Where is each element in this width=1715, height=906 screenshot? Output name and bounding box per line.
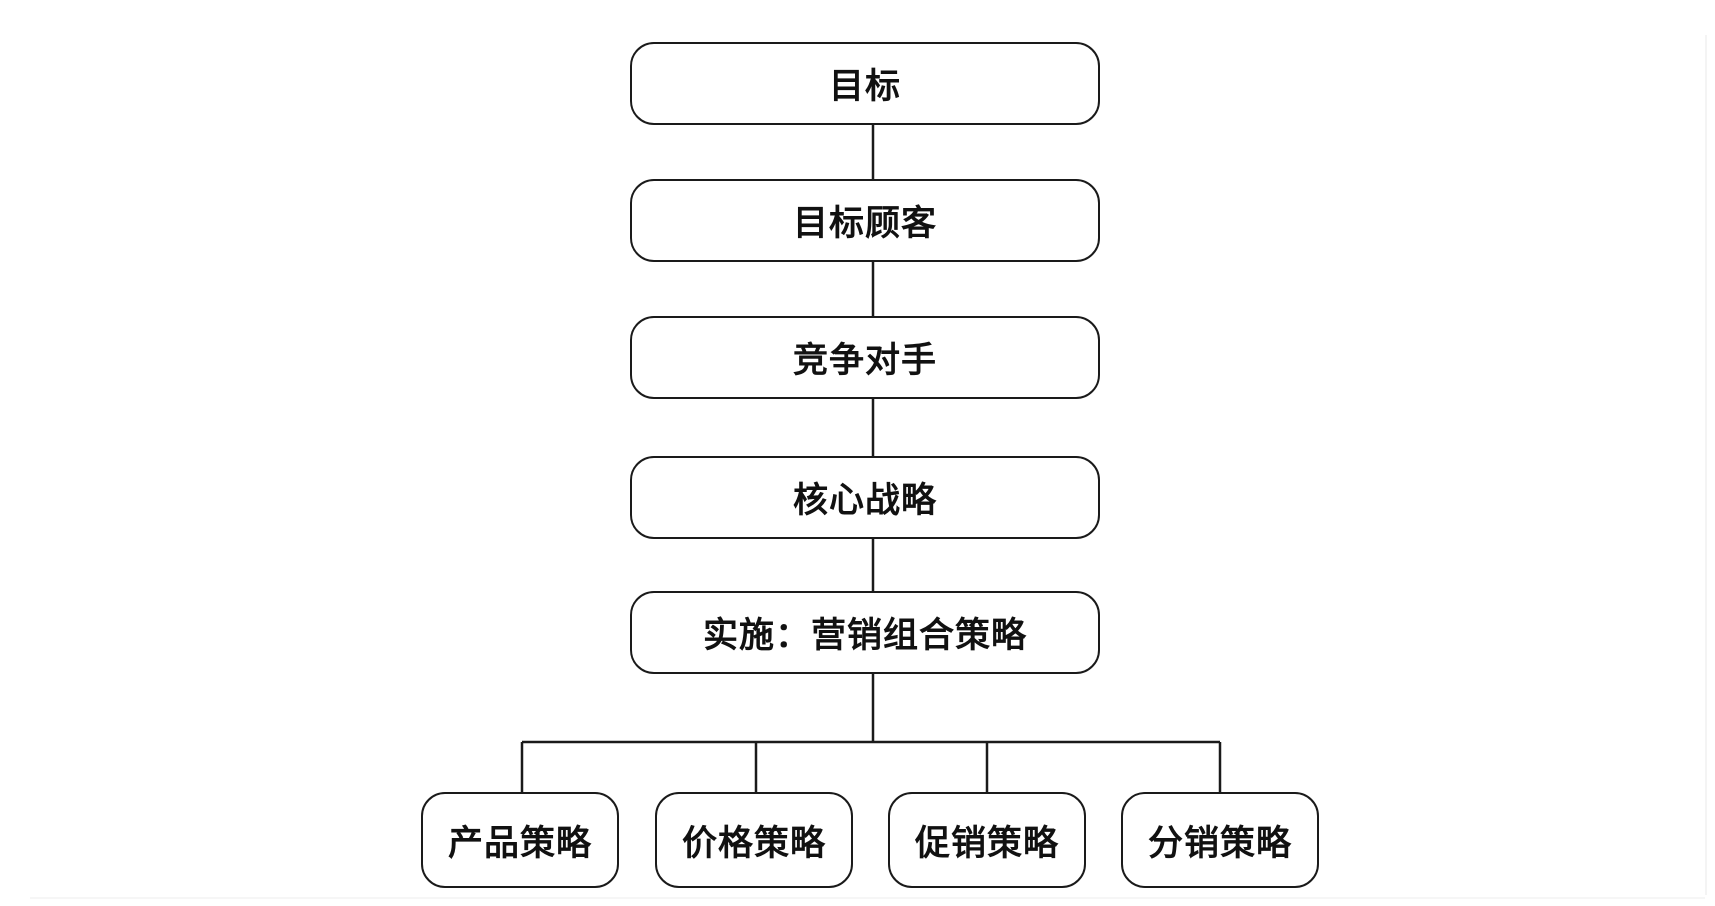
node-target-customers-label: 目标顾客 <box>792 204 937 244</box>
node-product-strategy-label: 产品策略 <box>447 823 592 864</box>
node-promotion-strategy-label: 促销策略 <box>914 823 1059 864</box>
node-promotion-strategy: 促销策略 <box>888 792 1086 888</box>
node-core-strategy: 核心战略 <box>630 456 1100 539</box>
node-distribution-strategy: 分销策略 <box>1121 792 1319 888</box>
scan-edge-right <box>1705 35 1707 895</box>
node-implementation: 实施：营销组合策略 <box>630 591 1100 674</box>
node-implementation-label: 实施：营销组合策略 <box>702 616 1027 656</box>
node-core-strategy-label: 核心战略 <box>792 481 937 521</box>
node-competitors: 竞争对手 <box>630 316 1100 399</box>
node-product-strategy: 产品策略 <box>421 792 619 888</box>
node-target-customers: 目标顾客 <box>630 179 1100 262</box>
node-price-strategy: 价格策略 <box>655 792 853 888</box>
scan-edge-bottom <box>30 897 1705 899</box>
node-price-strategy-label: 价格策略 <box>681 823 826 864</box>
node-goal-label: 目标 <box>828 67 901 107</box>
node-competitors-label: 竞争对手 <box>792 341 937 381</box>
node-distribution-strategy-label: 分销策略 <box>1147 823 1292 864</box>
node-goal: 目标 <box>630 42 1100 125</box>
